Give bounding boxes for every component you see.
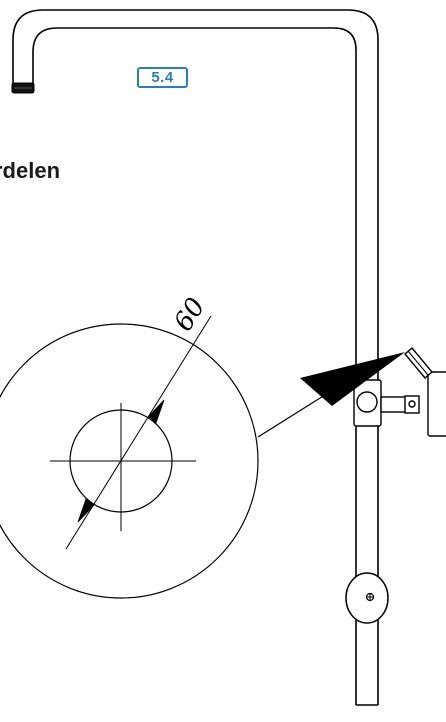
dimension-arrow-lower — [77, 498, 95, 523]
bracket-wall-plate — [427, 371, 446, 437]
step-badge: 5.4 — [137, 67, 188, 88]
dimension-label: 60 — [168, 293, 211, 337]
shower-head-outlet — [11, 82, 35, 94]
diameter-callout — [0, 315, 259, 599]
shower-rail-inner-edge — [32, 27, 357, 705]
section-title: rdelen — [0, 158, 61, 183]
leader-arrow — [257, 352, 405, 438]
lower-clip — [345, 572, 389, 624]
shower-rail-outer-edge — [12, 9, 379, 705]
bracket-screw — [408, 400, 416, 408]
dimension-line — [65, 315, 212, 550]
shower-rail — [12, 9, 379, 706]
wall-bracket — [353, 347, 446, 437]
bracket-knob — [356, 391, 378, 413]
callout-outer-circle — [0, 323, 259, 599]
bracket-pin-line — [407, 350, 429, 376]
dimension-arrow-upper — [147, 399, 165, 424]
leader-arrowhead — [300, 352, 405, 406]
